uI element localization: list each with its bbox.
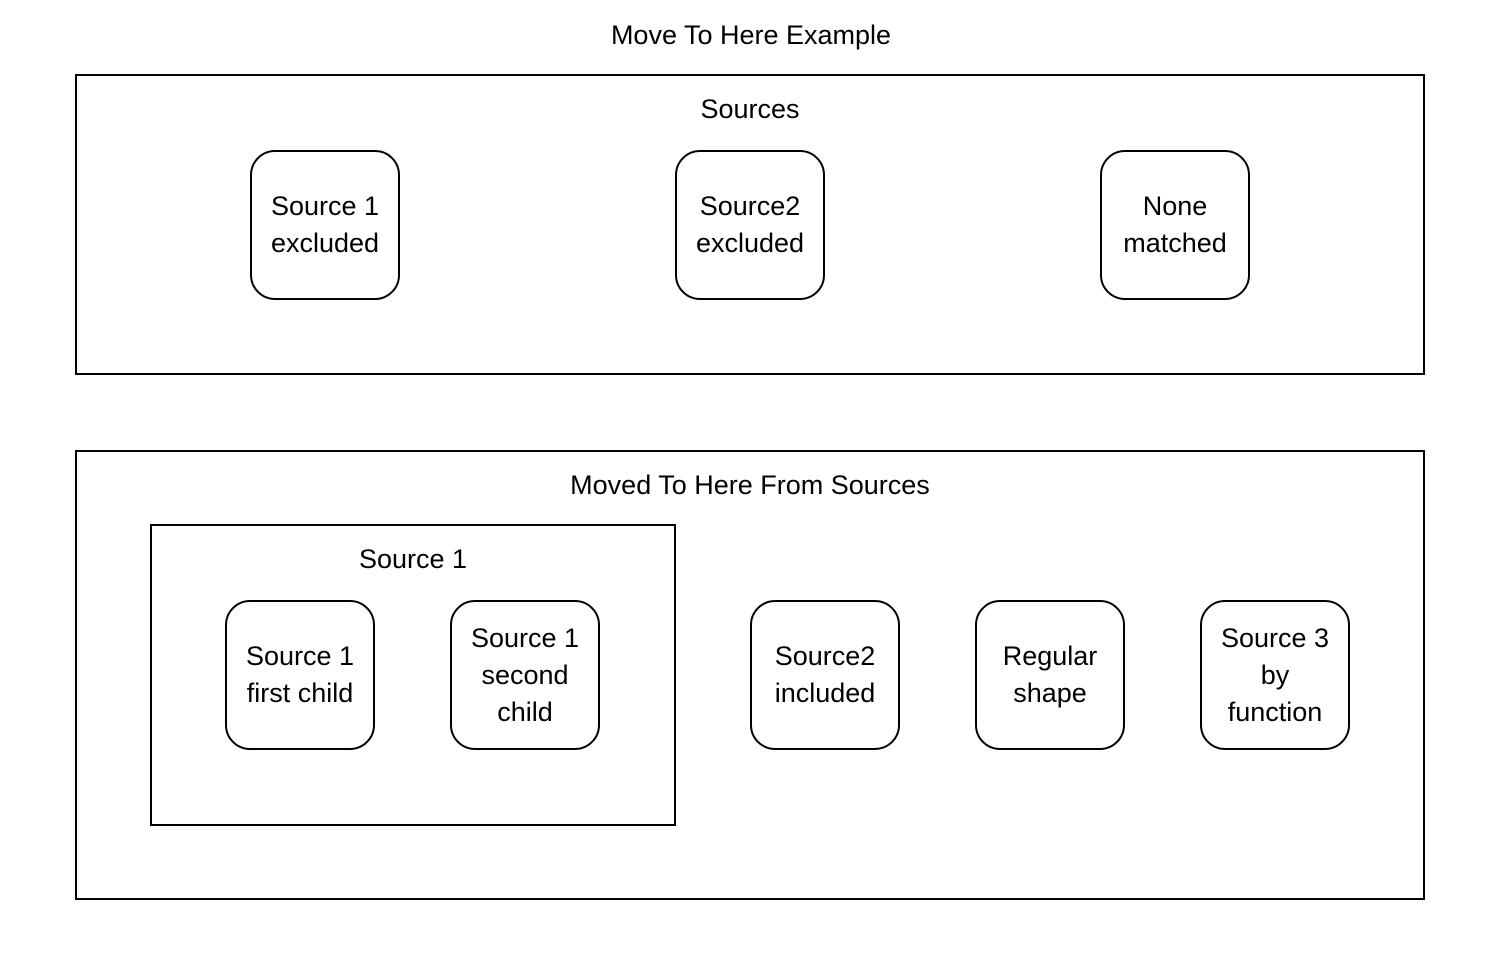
node-source3-by-function[interactable]: Source 3 by function [1200, 600, 1350, 750]
node-source1-first-child[interactable]: Source 1 first child [225, 600, 375, 750]
node-label: Regular shape [1002, 641, 1098, 708]
node-source1-excluded[interactable]: Source 1 excluded [250, 150, 400, 300]
node-label: Source 1 first child [245, 641, 355, 708]
moved-to-here-group-label: Moved To Here From Sources [570, 470, 930, 500]
sources-group[interactable]: Sources Source 1 excluded Source2 exclud… [75, 74, 1425, 375]
node-source2-included[interactable]: Source2 included [750, 600, 900, 750]
diagram-title: Move To Here Example [610, 20, 892, 50]
source1-subgroup-label: Source 1 [358, 544, 468, 574]
node-label: Source 1 excluded [270, 191, 380, 258]
node-label: Source 3 by function [1220, 622, 1330, 727]
node-regular-shape[interactable]: Regular shape [975, 600, 1125, 750]
node-label: Source 1 second child [470, 622, 580, 727]
sources-group-label: Sources [700, 94, 800, 124]
source1-subgroup[interactable]: Source 1 Source 1 first child Source 1 s… [150, 524, 676, 826]
node-label: Source2 excluded [695, 191, 805, 258]
moved-to-here-group[interactable]: Moved To Here From Sources Source 1 Sour… [75, 450, 1425, 900]
node-label: None matched [1123, 191, 1227, 258]
node-source1-second-child[interactable]: Source 1 second child [450, 600, 600, 750]
node-label: Source2 included [774, 641, 876, 708]
node-source2-excluded[interactable]: Source2 excluded [675, 150, 825, 300]
node-none-matched[interactable]: None matched [1100, 150, 1250, 300]
